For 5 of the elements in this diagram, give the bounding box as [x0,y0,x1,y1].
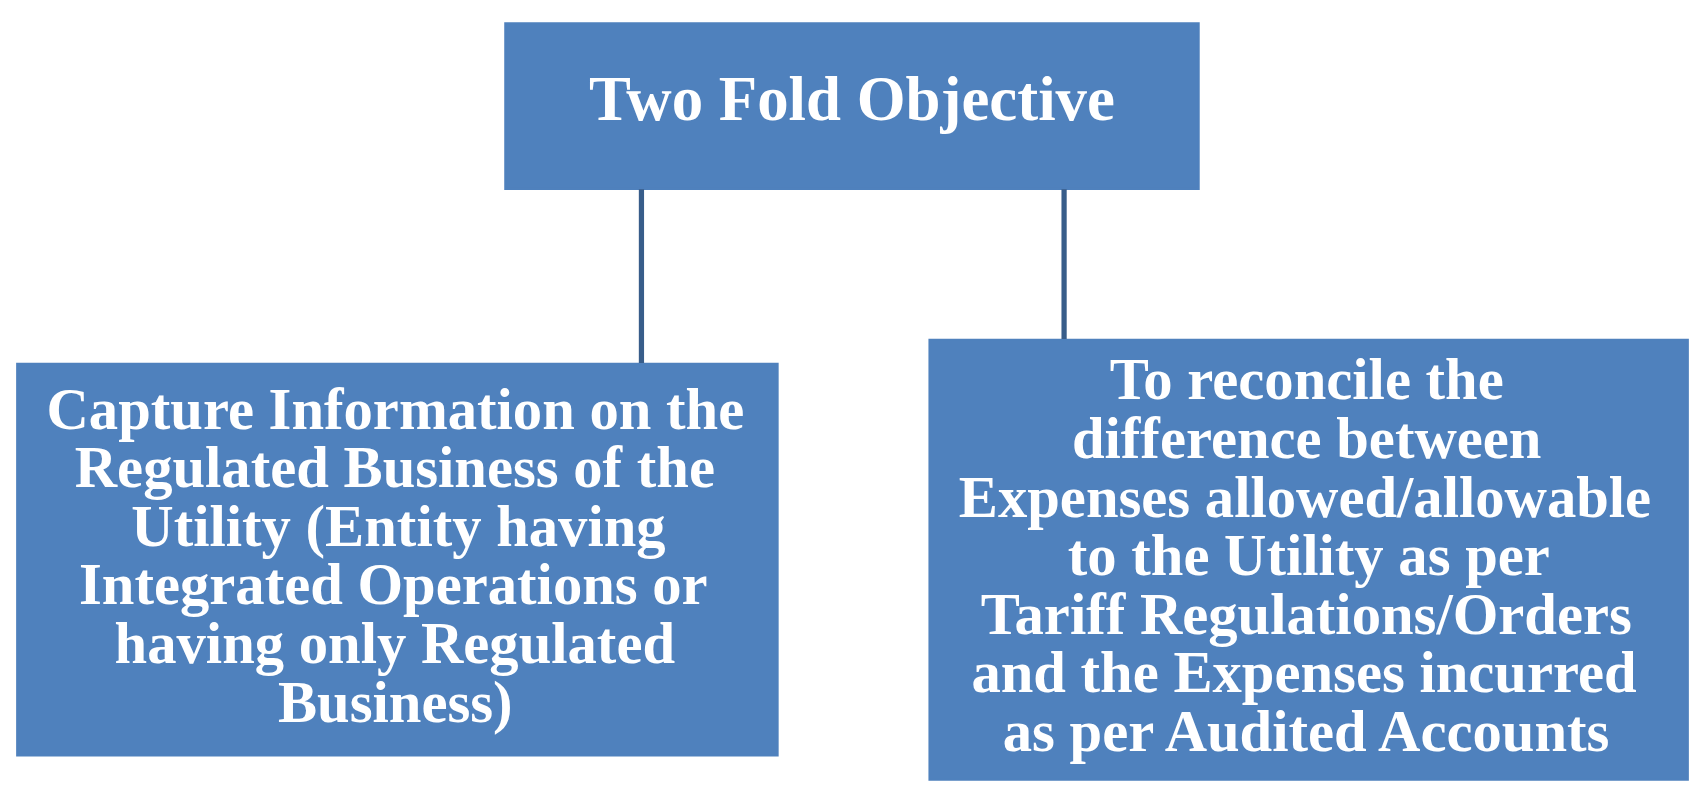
node-box: Two Fold Objective [504,22,1200,190]
connector [1061,189,1067,339]
node-box: To reconcile the difference between Expenses allowed/allowable to the Utility as per Tariff Regulations/Orders and the Expenses incurred as per Audited Accounts [928,338,1689,781]
connector [638,189,645,364]
node-box: Capture Information on the Regulated Business of the Utility (Entity having Integrated Operations or having only Regulated Business) [16,362,779,757]
